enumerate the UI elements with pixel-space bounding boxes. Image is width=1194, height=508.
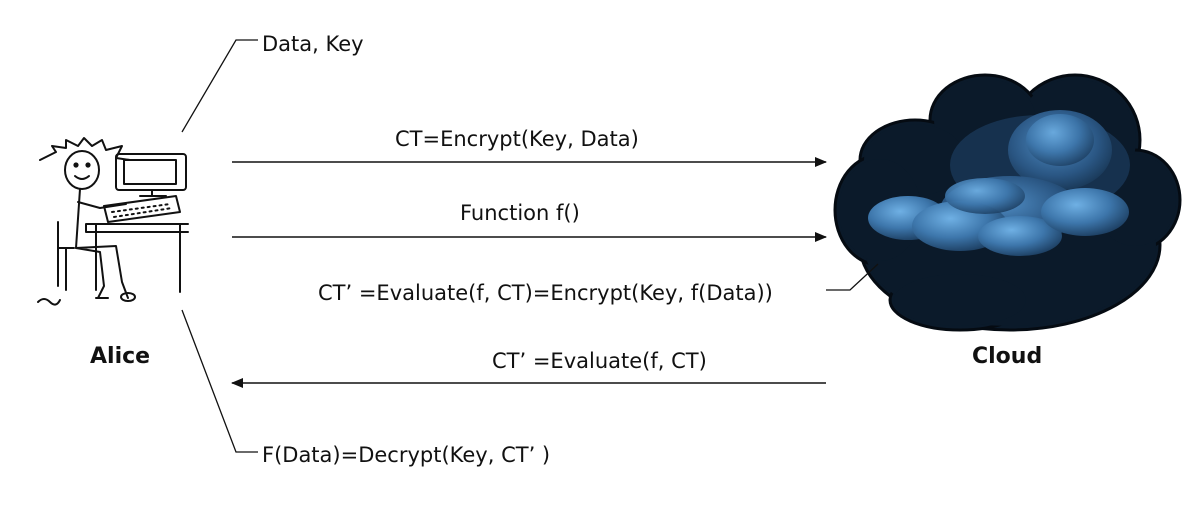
label-decrypt: F(Data)=Decrypt(Key, CT’ ) xyxy=(262,443,551,467)
alice-figure xyxy=(37,137,189,306)
actor-cloud: Cloud xyxy=(972,344,1043,369)
callout-decrypt xyxy=(181,309,258,453)
label-data-key: Data, Key xyxy=(262,32,364,56)
callout-evaluate xyxy=(826,263,879,291)
label-encrypt: CT=Encrypt(Key, Data) xyxy=(395,127,639,151)
actor-alice: Alice xyxy=(90,344,151,369)
label-evaluate-full: CT’ =Evaluate(f, CT)=Encrypt(Key, f(Data… xyxy=(318,281,773,305)
callout-data-key xyxy=(181,39,258,133)
label-function: Function f() xyxy=(460,201,580,225)
label-evaluate-return: CT’ =Evaluate(f, CT) xyxy=(492,349,707,373)
cloud-shape xyxy=(833,73,1182,332)
